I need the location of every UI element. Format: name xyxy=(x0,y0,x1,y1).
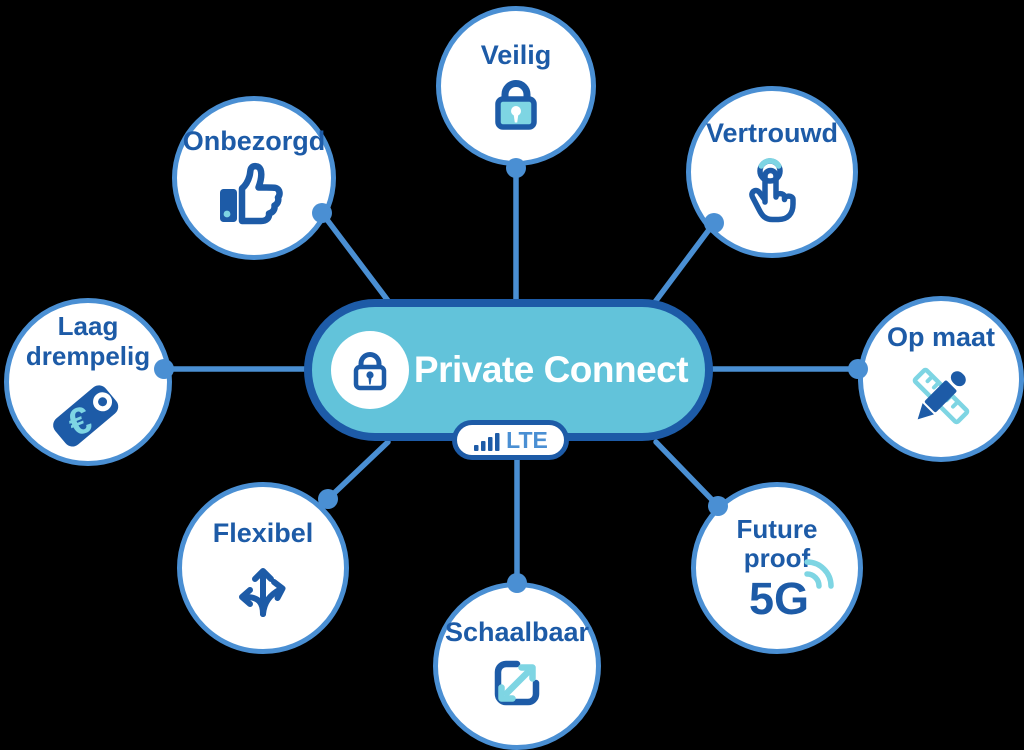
lock-badge xyxy=(331,331,409,409)
pencil-ruler-icon xyxy=(912,367,970,424)
node-onbezorgd-label: Onbezorgd xyxy=(182,126,326,157)
node-flexibel-label: Flexibel xyxy=(212,518,314,549)
node-veilig: Veilig xyxy=(436,6,596,166)
lte-badge: LTE xyxy=(452,420,569,460)
node-flexibel: Flexibel xyxy=(177,482,349,654)
5g-wireless-icon: 5G xyxy=(748,559,834,625)
node-opmaat: Op maat xyxy=(858,296,1024,462)
node-onbezorgd: Onbezorgd xyxy=(172,96,336,260)
node-vertrouwd: Vertrouwd xyxy=(686,86,858,258)
connector-vertrouwd xyxy=(652,220,717,305)
lock-icon xyxy=(353,352,387,391)
lock-icon xyxy=(495,79,537,130)
signal-bars-icon xyxy=(474,432,500,451)
connector-onbezorgd xyxy=(319,210,392,305)
node-opmaat-label: Op maat xyxy=(886,322,996,353)
node-vertrouwd-label: Vertrouwd xyxy=(705,118,839,149)
node-future-proof-label: Future proof xyxy=(736,513,818,573)
center-node: Private Connect xyxy=(304,299,713,441)
wireless-arcs-icon xyxy=(804,559,834,589)
tap-finger-icon xyxy=(749,157,796,222)
price-tag-icon: € xyxy=(53,384,119,447)
branch-arrows-icon xyxy=(239,567,286,617)
node-laag-drempelig-label: Laag drempelig xyxy=(25,311,151,371)
thumbs-up-icon xyxy=(220,162,283,224)
expand-arrow-icon xyxy=(494,660,540,705)
node-schaalbaar-label: Schaalbaar xyxy=(444,617,590,648)
node-laag-drempelig: Laag drempelig € xyxy=(4,298,172,466)
connector-future xyxy=(653,439,721,509)
center-title: Private Connect xyxy=(413,349,689,390)
lte-label: LTE xyxy=(506,426,548,453)
connector-flexibel xyxy=(325,439,391,502)
node-future-proof: Future proof 5G xyxy=(691,482,863,654)
5g-text: 5G xyxy=(748,573,810,625)
node-schaalbaar: Schaalbaar xyxy=(433,582,601,750)
node-veilig-label: Veilig xyxy=(480,40,552,71)
